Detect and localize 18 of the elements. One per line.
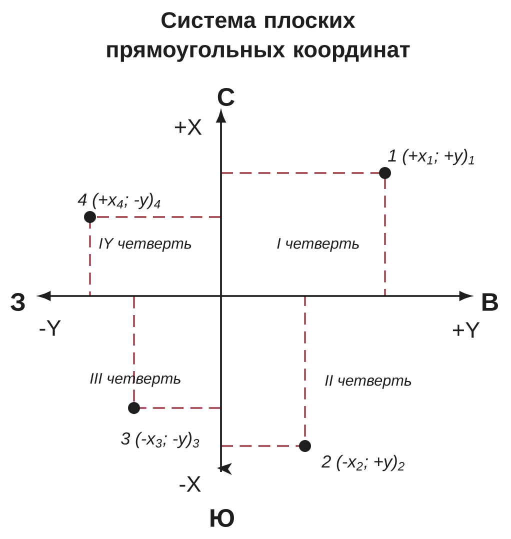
axis-label: +Y: [452, 322, 480, 338]
point-marker: [299, 440, 311, 452]
axis-label: +X: [174, 119, 202, 135]
point-marker: [84, 211, 96, 223]
title: Система плоских прямоугольных координат: [107, 12, 410, 62]
cardinal-direction-label: В: [482, 293, 498, 311]
point-label: 3 (-x$_{3}$; -y)$_{3}$: [121, 432, 200, 448]
point-label: 4 (+x$_{4}$; -y)$_{4}$: [78, 192, 160, 210]
cardinal-direction-label: З: [10, 293, 25, 311]
point-label: 1 (+x$_{1}$; +y)$_{1}$: [388, 148, 474, 166]
point-label: 2 (-x$_{2}$; +y)$_{2}$: [322, 454, 404, 472]
axis-label: -X: [180, 476, 201, 492]
cardinal-direction-label: С: [218, 88, 234, 106]
quadrant-label: I четверть: [277, 238, 359, 252]
point-marker: [128, 402, 140, 414]
axis-label: -Y: [40, 320, 61, 336]
cardinal-direction-label: Ю: [210, 509, 234, 527]
point-marker: [379, 167, 391, 179]
